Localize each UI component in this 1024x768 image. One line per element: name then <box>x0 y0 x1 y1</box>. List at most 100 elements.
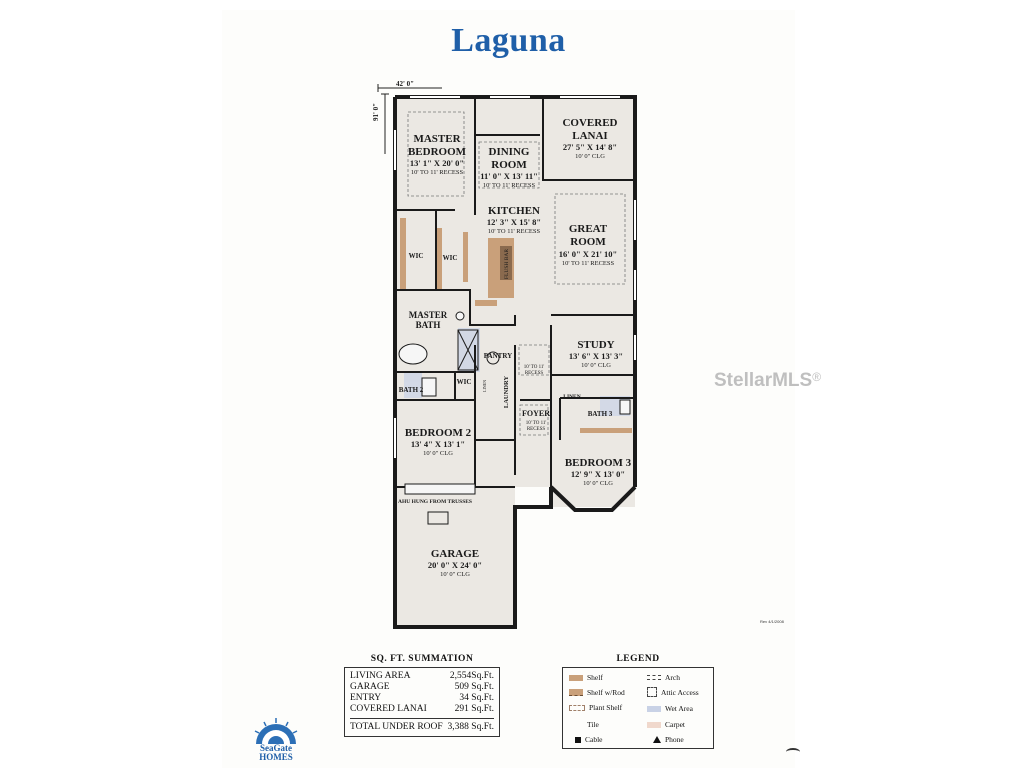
garage-label: GARAGE 20' 0" X 24' 0" 10' 0" CLG <box>428 548 482 578</box>
tile-swatch <box>569 722 583 728</box>
svg-text:10' TO 11' RECESS: 10' TO 11' RECESS <box>488 228 541 235</box>
great-room-label: GREAT ROOM 16' 0" X 21' 10" 10' TO 11' R… <box>559 223 618 267</box>
master-bath-label: MASTER BATH <box>409 310 448 330</box>
revision-note: Rev 4/1/2008 <box>760 619 784 624</box>
plant-shelf-swatch <box>569 704 585 711</box>
svg-text:KITCHEN: KITCHEN <box>488 205 540 217</box>
svg-text:13' 4" X 13' 1": 13' 4" X 13' 1" <box>411 439 465 449</box>
legend-shelf: Shelf <box>569 673 603 682</box>
bath-2-label: BATH 2 <box>399 386 424 394</box>
svg-text:27' 5" X 14' 8": 27' 5" X 14' 8" <box>563 142 617 152</box>
dimension-marks <box>377 84 442 154</box>
linen-label-1: LINEN <box>482 380 487 392</box>
stellarmls-watermark: StellarMLS® <box>714 370 822 391</box>
covered-lanai-label: COVERED LANAI 27' 5" X 14' 8" 10' 0" CLG <box>562 117 617 160</box>
plan-title: Laguna <box>451 22 566 59</box>
carpet-swatch <box>647 721 661 728</box>
legend-cable: Cable <box>575 735 603 744</box>
wet-swatch <box>647 705 661 712</box>
linen-label-2: LINEN <box>563 394 580 400</box>
svg-text:10' 0" CLG: 10' 0" CLG <box>440 571 470 578</box>
svg-text:COVERED: COVERED <box>562 117 617 129</box>
svg-text:ROOM: ROOM <box>491 159 527 171</box>
svg-text:10' 0" CLG: 10' 0" CLG <box>423 450 453 457</box>
sqft-title: SQ. FT. SUMMATION <box>370 654 474 664</box>
legend-phone: Phone <box>653 735 684 744</box>
svg-text:BATH: BATH <box>416 320 441 330</box>
ahu-label: AHU HUNG FROM TRUSSES <box>398 499 472 505</box>
legend-attic: Attic Access <box>647 687 699 697</box>
svg-text:STUDY: STUDY <box>577 339 614 351</box>
fixtures <box>398 311 631 525</box>
svg-text:12' 9" X 13' 0": 12' 9" X 13' 0" <box>571 469 625 479</box>
svg-text:BEDROOM 2: BEDROOM 2 <box>405 427 472 439</box>
shelf-swatch <box>569 674 583 681</box>
svg-text:16' 0" X 21' 10": 16' 0" X 21' 10" <box>559 249 618 259</box>
svg-text:LANAI: LANAI <box>572 130 607 142</box>
svg-text:12' 3" X 15' 8": 12' 3" X 15' 8" <box>487 217 541 227</box>
svg-text:11' 0" X 13' 11": 11' 0" X 13' 11" <box>480 171 538 181</box>
legend-arch: Arch <box>647 673 680 682</box>
depth-dimension: 91' 0" <box>372 103 380 121</box>
svg-text:10' 0" CLG: 10' 0" CLG <box>581 362 611 369</box>
study-label: STUDY 13' 6" X 13' 3" 10' 0" CLG <box>569 339 623 369</box>
svg-text:10' 0" CLG: 10' 0" CLG <box>583 480 613 487</box>
svg-text:MASTER: MASTER <box>413 133 461 145</box>
recess-outlines <box>407 111 626 436</box>
windows <box>394 96 636 458</box>
corner-mark <box>786 748 800 756</box>
legend-plant-shelf: Plant Shelf <box>569 703 622 712</box>
svg-text:10' TO 11': 10' TO 11' <box>526 421 547 426</box>
svg-text:BEDROOM 3: BEDROOM 3 <box>565 457 632 469</box>
master-bedroom-label: MASTER BEDROOM 13' 1" X 20' 0" 10' TO 11… <box>408 133 467 176</box>
svg-text:BEDROOM: BEDROOM <box>408 146 467 158</box>
wic-label-1: WIC <box>409 252 424 260</box>
interior-walls <box>395 97 635 488</box>
width-dimension: 42' 0" <box>396 80 414 88</box>
foyer-label: FOYER 10' TO 11' RECESS <box>522 409 550 432</box>
laundry-label: LAUNDRY <box>503 376 510 409</box>
dining-room-label: DINING ROOM 11' 0" X 13' 11" 10' TO 11' … <box>480 146 538 189</box>
shelf-rod-swatch <box>569 689 583 696</box>
logo-text: SeaGate HOMES <box>259 743 293 762</box>
svg-text:MASTER: MASTER <box>409 310 448 320</box>
pantry-label: PANTRY <box>484 352 512 360</box>
bedroom-3-label: BEDROOM 3 12' 9" X 13' 0" 10' 0" CLG <box>565 457 632 487</box>
legend-shelf-rod: Shelf w/Rod <box>569 688 625 697</box>
svg-text:DINING: DINING <box>489 146 530 158</box>
svg-text:ROOM: ROOM <box>570 236 606 248</box>
legend: LEGEND Shelf Shelf w/Rod Plant Shelf Til… <box>562 654 714 749</box>
arch-swatch <box>647 675 661 680</box>
svg-text:13' 6" X 13' 3": 13' 6" X 13' 3" <box>569 351 623 361</box>
legend-box: Shelf Shelf w/Rod Plant Shelf Tile Cable… <box>562 667 714 749</box>
svg-text:10' 0" CLG: 10' 0" CLG <box>575 153 605 160</box>
svg-text:10' TO 11' RECESS: 10' TO 11' RECESS <box>483 182 536 189</box>
svg-text:RECESS: RECESS <box>525 371 544 376</box>
svg-text:10' TO 11': 10' TO 11' <box>524 365 545 370</box>
svg-text:10' TO 11' RECESS: 10' TO 11' RECESS <box>562 260 615 267</box>
legend-title: LEGEND <box>616 654 660 664</box>
svg-text:RECESS: RECESS <box>527 427 546 432</box>
flush-bar-label: FLUSH BAR <box>504 249 510 279</box>
svg-text:GARAGE: GARAGE <box>431 548 479 560</box>
legend-wet: Wet Area <box>647 704 693 713</box>
attic-swatch <box>647 687 657 697</box>
wic-label-2: WIC <box>443 254 458 262</box>
svg-text:FOYER: FOYER <box>522 409 550 418</box>
wic-label-3: WIC <box>457 378 472 386</box>
svg-text:20' 0" X 24' 0": 20' 0" X 24' 0" <box>428 560 482 570</box>
svg-text:13' 1" X 20' 0": 13' 1" X 20' 0" <box>410 158 464 168</box>
svg-text:GREAT: GREAT <box>569 223 608 235</box>
seagate-homes-logo <box>254 718 298 744</box>
legend-carpet: Carpet <box>647 720 685 729</box>
phone-icon <box>653 736 661 743</box>
legend-tile: Tile <box>569 720 599 729</box>
bedroom-2-label: BEDROOM 2 13' 4" X 13' 1" 10' 0" CLG <box>405 427 472 457</box>
